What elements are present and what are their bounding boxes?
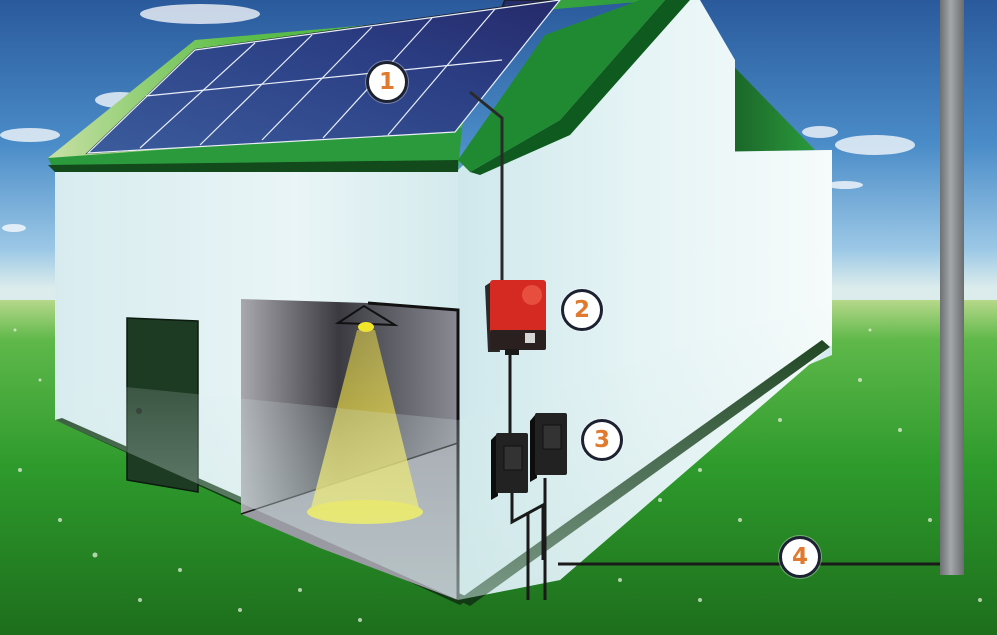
callout-number: 4 bbox=[791, 543, 808, 570]
callout-4-grid-connection[interactable]: 4 bbox=[779, 536, 821, 578]
inverter bbox=[485, 280, 546, 355]
ground-haze bbox=[55, 300, 832, 600]
inverter-display-icon bbox=[525, 333, 535, 343]
ac-cables bbox=[508, 345, 945, 600]
callout-number: 3 bbox=[593, 426, 610, 453]
lamp-bulb-icon bbox=[358, 322, 374, 332]
callout-1-solar-panels[interactable]: 1 bbox=[366, 61, 408, 103]
callout-3-meters[interactable]: 3 bbox=[581, 419, 623, 461]
utility-pole bbox=[940, 0, 964, 575]
roof-gable-edge-dark bbox=[470, 0, 690, 175]
roof-fascia-shadow bbox=[48, 160, 458, 172]
roof-gable-edge bbox=[458, 0, 665, 172]
meter-right bbox=[530, 413, 567, 482]
roof-fascia bbox=[48, 128, 462, 172]
wildflowers bbox=[13, 328, 982, 622]
dc-cable bbox=[469, 90, 504, 280]
meters bbox=[491, 413, 567, 500]
solar-panel-array bbox=[85, 0, 561, 155]
callout-2-inverter[interactable]: 2 bbox=[561, 289, 603, 331]
callout-number: 1 bbox=[378, 68, 395, 95]
meter-left bbox=[491, 433, 528, 500]
callout-number: 2 bbox=[573, 296, 590, 323]
